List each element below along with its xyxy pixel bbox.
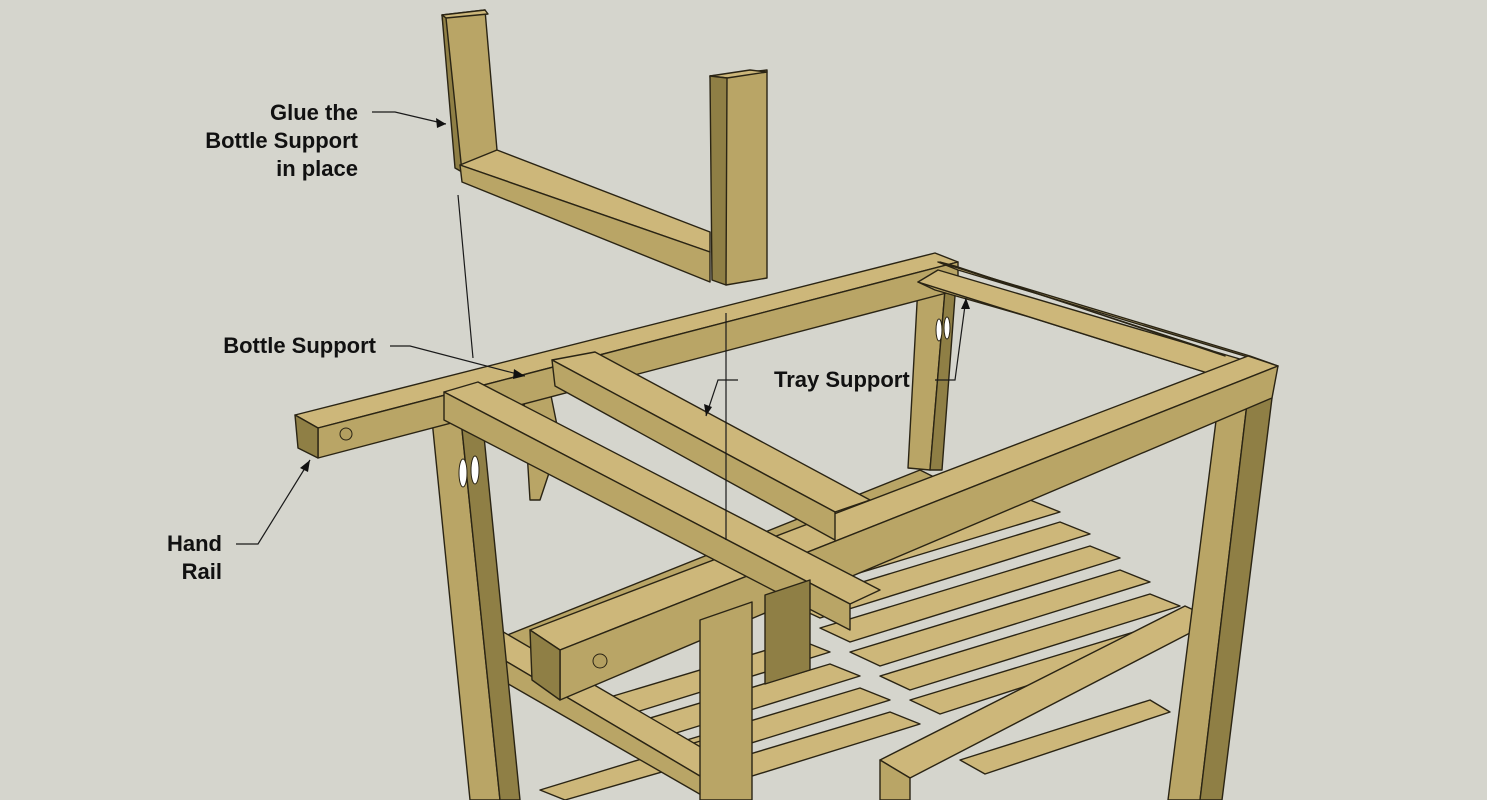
dowel-hole-icon (458, 458, 468, 488)
dowel-hole-icon (943, 316, 951, 340)
dowel-holes (339, 316, 951, 669)
hand-rail-label-line1: Hand (167, 531, 222, 556)
frame-legs (431, 284, 1273, 800)
hand-rail-label-line2: Rail (182, 559, 222, 584)
bottle-support-part (441, 9, 768, 286)
top-frame (294, 252, 1279, 800)
glue-label-line2: Bottle Support (205, 128, 358, 153)
annotation-labels: Glue the Bottle Support in place Bottle … (167, 100, 910, 584)
glue-label-line1: Glue the (270, 100, 358, 125)
dowel-hole-icon (935, 318, 943, 342)
dowel-peg-icon (592, 653, 608, 669)
tray-support-label: Tray Support (774, 367, 910, 392)
dowel-hole-icon (470, 455, 480, 485)
bottle-support-label: Bottle Support (223, 333, 376, 358)
glue-label-line3: in place (276, 156, 358, 181)
leader-lines (236, 111, 970, 545)
dowel-peg-icon (339, 427, 353, 441)
